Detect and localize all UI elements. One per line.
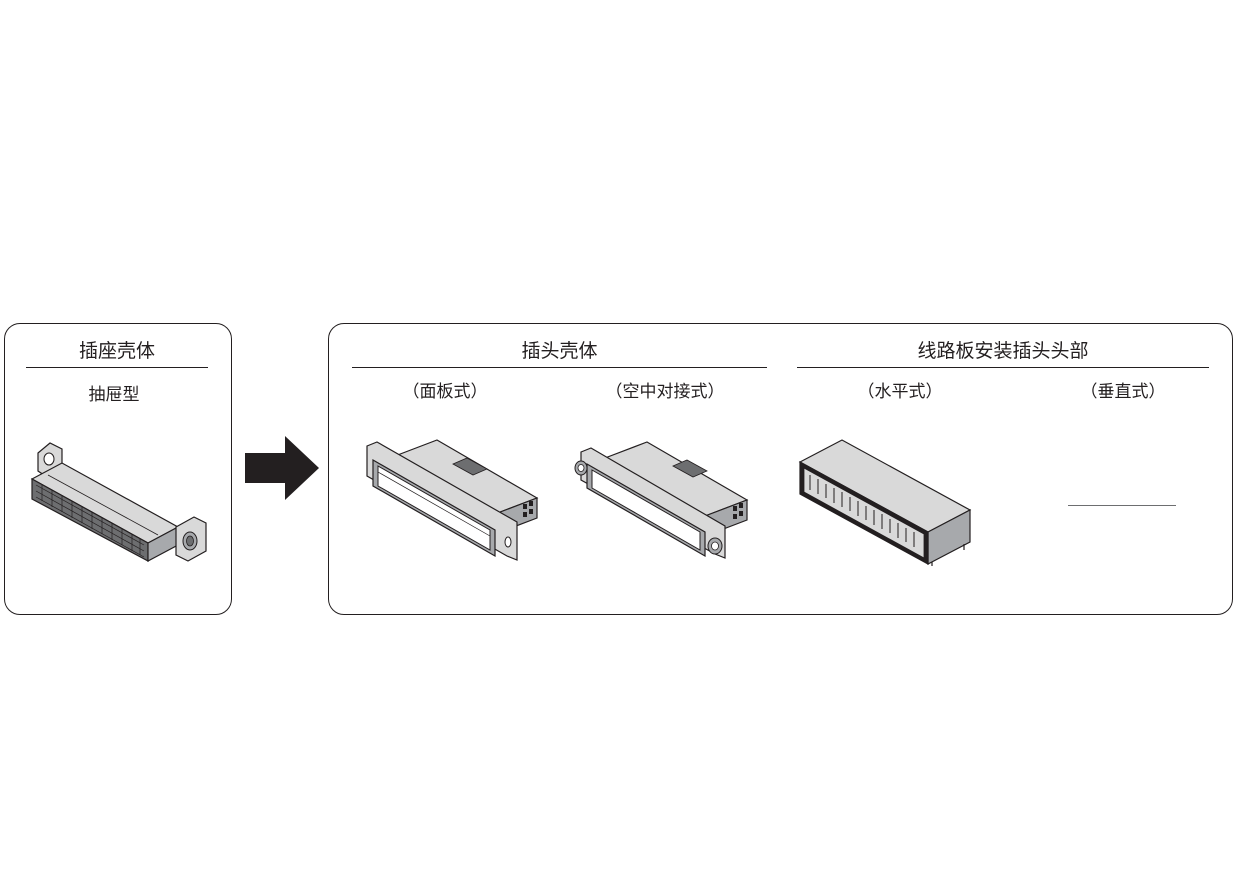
socket-housing-heading: 插座壳体 xyxy=(78,340,155,362)
panel-type-label: （面板式） xyxy=(402,382,488,402)
cable-plug-connector xyxy=(574,441,749,559)
vertical-header-placeholder xyxy=(1068,505,1176,506)
arrow-right-icon xyxy=(245,436,319,500)
drawer-type-label: 抽屉型 xyxy=(88,385,140,405)
cable-type-label: （空中对接式） xyxy=(605,382,725,402)
plug-housing-panel xyxy=(328,323,1233,615)
panel-plug-connector xyxy=(366,439,539,561)
plug-housing-rule xyxy=(352,367,767,368)
board-header-rule xyxy=(797,367,1209,368)
vertical-type-label: （垂直式） xyxy=(1080,382,1166,402)
horizontal-pcb-header xyxy=(798,439,972,566)
socket-housing-rule xyxy=(26,367,208,368)
board-header-heading: 线路板安装插头头部 xyxy=(917,340,1089,362)
plug-housing-heading: 插头壳体 xyxy=(521,340,598,362)
horizontal-type-label: （水平式） xyxy=(857,382,943,402)
drawer-socket-connector xyxy=(30,442,207,563)
